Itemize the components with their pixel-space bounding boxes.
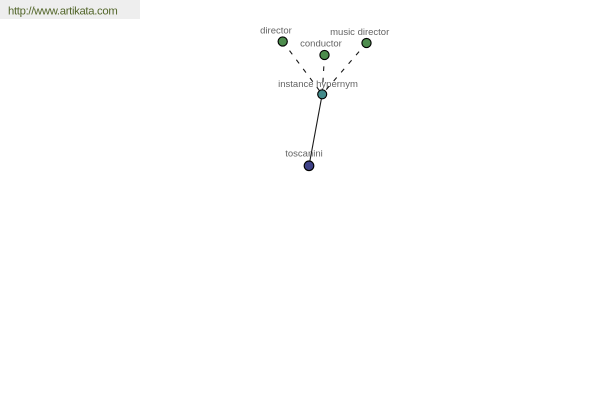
svg-text:http://www.artikata.com: http://www.artikata.com [8,5,117,17]
svg-text:instance hypernym: instance hypernym [278,79,358,90]
svg-text:director: director [260,26,292,37]
svg-text:music director: music director [330,27,389,38]
svg-text:toscanini: toscanini [285,149,323,160]
svg-text:conductor: conductor [300,39,342,50]
